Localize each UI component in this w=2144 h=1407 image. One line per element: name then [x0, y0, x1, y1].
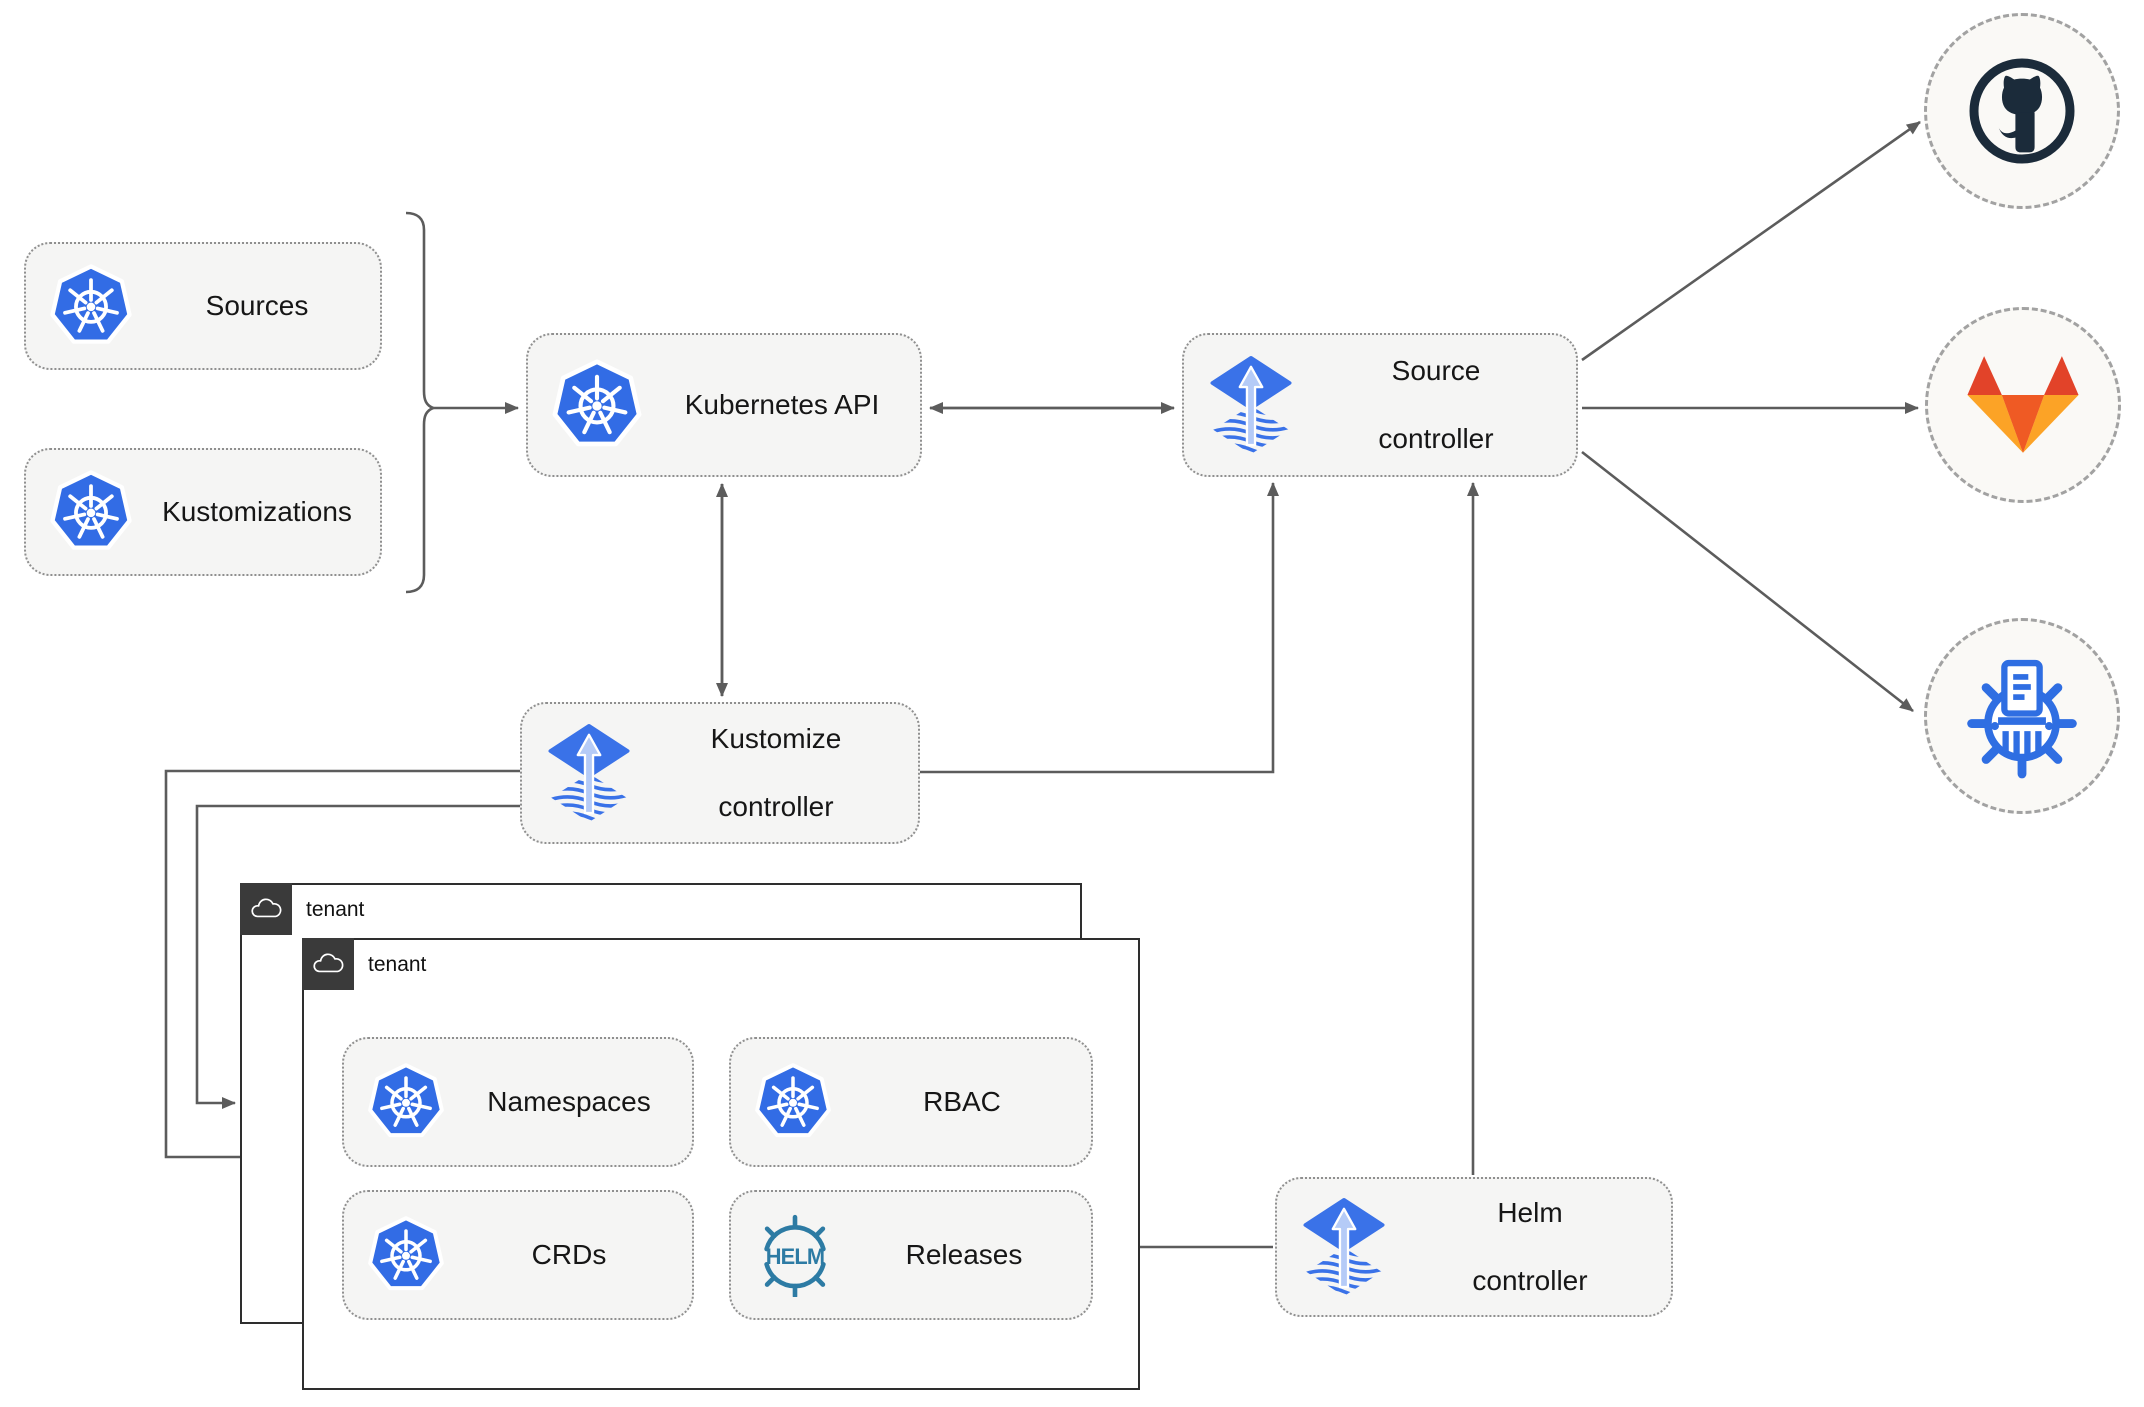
chartmuseum-icon	[1967, 659, 2077, 779]
label-line2: controller	[1378, 423, 1494, 455]
kubernetes-icon	[366, 1062, 446, 1142]
kubernetes-icon	[550, 358, 644, 452]
node-kustomize-controller: Kustomize controller	[520, 702, 920, 844]
flux-icon	[1299, 1197, 1389, 1298]
node-kustomize-controller-label: Kustomize controller	[634, 722, 918, 824]
gitlab-icon	[1967, 356, 2079, 453]
external-github	[1924, 13, 2120, 209]
node-releases: HELM Releases	[729, 1190, 1093, 1320]
node-crds-label: CRDs	[531, 1238, 607, 1270]
kubernetes-icon	[48, 469, 134, 555]
label-line1: Kustomize	[710, 722, 842, 754]
kubernetes-icon	[753, 1062, 833, 1142]
flux-icon	[1206, 355, 1296, 456]
tenant-back-badge	[240, 883, 292, 935]
node-kustomizations: Kustomizations	[24, 448, 382, 576]
label-line2: controller	[718, 791, 834, 823]
node-source-controller-label: Source controller	[1296, 354, 1576, 456]
edge-brace-group	[405, 211, 437, 594]
kubernetes-icon	[366, 1215, 446, 1295]
helm-icon: HELM	[764, 1214, 826, 1297]
node-releases-label: Releases	[905, 1238, 1023, 1270]
tenant-group-front: tenant Namespaces RBAC CRDs	[302, 938, 1140, 1390]
edge-source-to-chartmuseum	[1581, 450, 1914, 713]
label-line1: Source	[1391, 354, 1481, 386]
tenant-front-label: tenant	[368, 953, 427, 976]
tenant-back-label: tenant	[306, 898, 365, 921]
node-kubernetes-api: Kubernetes API	[526, 333, 922, 477]
flux-icon	[544, 723, 634, 824]
node-namespaces-label: Namespaces	[487, 1085, 651, 1117]
node-namespaces: Namespaces	[342, 1037, 694, 1167]
helm-wordmark: HELM	[766, 1244, 824, 1269]
node-rbac-label: RBAC	[923, 1085, 1001, 1117]
node-source-controller: Source controller	[1182, 333, 1578, 477]
node-crds: CRDs	[342, 1190, 694, 1320]
node-helm-controller-label: Helm controller	[1389, 1196, 1671, 1298]
node-sources: Sources	[24, 242, 382, 370]
github-icon	[1969, 58, 2075, 164]
tenant-front-badge	[302, 938, 354, 990]
node-sources-label: Sources	[205, 289, 309, 321]
node-helm-controller: Helm controller	[1275, 1177, 1673, 1317]
label-line2: controller	[1472, 1265, 1588, 1297]
edge-kustomize-to-source	[920, 482, 1279, 774]
node-kubernetes-api-label: Kubernetes API	[684, 388, 880, 420]
external-chartmuseum	[1924, 618, 2120, 814]
external-gitlab	[1925, 307, 2121, 503]
cloud-icon	[311, 951, 345, 977]
cloud-icon	[249, 896, 283, 922]
edge-source-to-github	[1581, 120, 1921, 362]
node-rbac: RBAC	[729, 1037, 1093, 1167]
label-line1: Helm	[1497, 1196, 1563, 1228]
node-kustomizations-label: Kustomizations	[162, 495, 352, 527]
kubernetes-icon	[48, 263, 134, 349]
